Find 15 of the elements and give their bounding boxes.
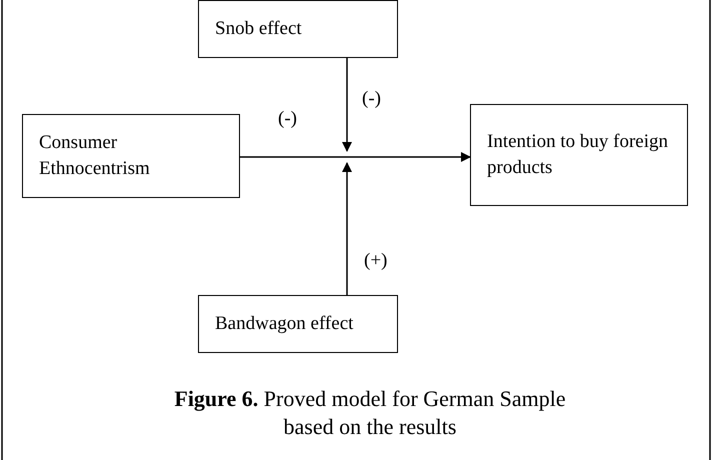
node-text: Consumer Ethnocentrism bbox=[39, 131, 151, 181]
arrow bbox=[240, 152, 471, 162]
edge-label: (+) bbox=[362, 250, 390, 272]
figure-caption: Figure 6. Proved model for German Sample based on the results bbox=[173, 385, 567, 441]
process-box bbox=[198, 295, 398, 353]
node-text: Bandwagon effect bbox=[215, 312, 354, 336]
node-text: Snob effect bbox=[215, 17, 302, 41]
node-text: Intention to buy foreign products bbox=[487, 130, 669, 180]
process-box bbox=[22, 114, 240, 198]
edge-label: (-) bbox=[360, 88, 383, 110]
edge-label: (-) bbox=[276, 108, 299, 130]
arrow bbox=[342, 162, 352, 295]
process-box bbox=[198, 0, 398, 58]
arrow bbox=[342, 58, 352, 152]
process-box bbox=[470, 104, 688, 206]
